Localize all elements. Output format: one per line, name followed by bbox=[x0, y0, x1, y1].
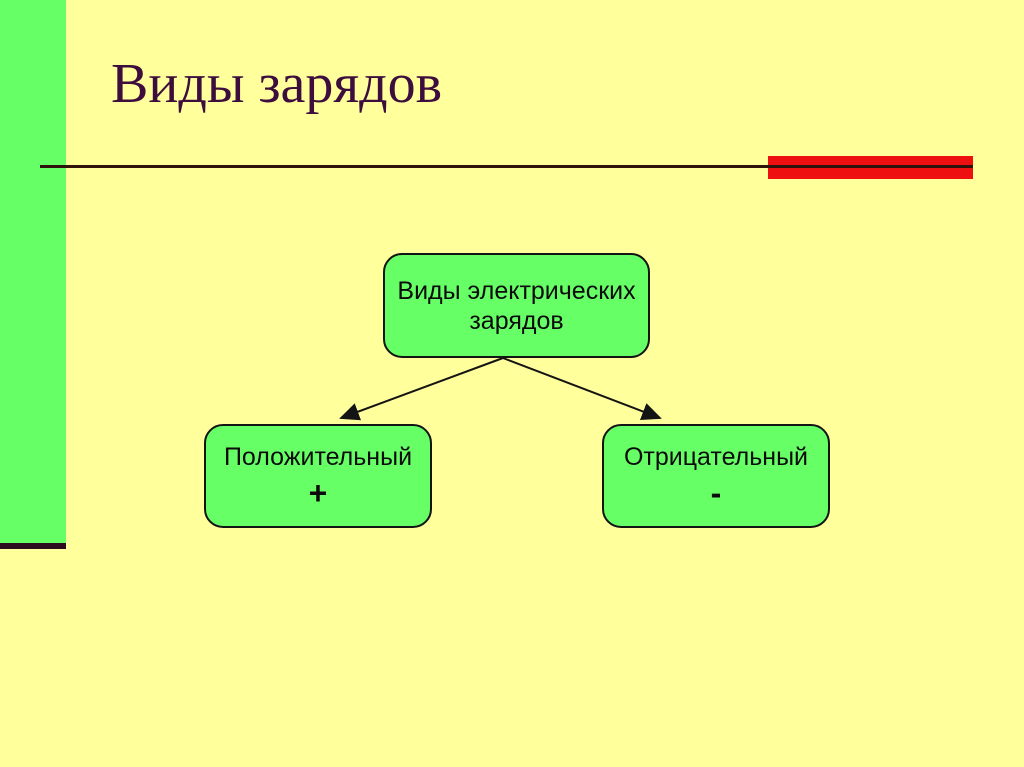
node-positive-label: Положительный bbox=[223, 443, 413, 471]
minus-sign: - bbox=[710, 475, 722, 511]
connector-to-positive bbox=[339, 357, 504, 421]
connector-to-negative bbox=[502, 357, 662, 420]
node-types-of-electric-charges: Виды электрических зарядов bbox=[383, 253, 650, 358]
node-positive-charge: Положительный + bbox=[204, 424, 432, 528]
slide-title: Виды зарядов bbox=[111, 53, 443, 115]
node-negative-charge: Отрицательный - bbox=[602, 424, 830, 528]
node-root-label: Виды электрических зарядов bbox=[397, 276, 636, 335]
plus-sign: + bbox=[308, 475, 328, 511]
left-accent-bar-underline bbox=[0, 543, 66, 549]
node-negative-label: Отрицательный bbox=[623, 443, 809, 471]
left-accent-bar bbox=[0, 0, 66, 543]
title-underline-rule bbox=[40, 165, 973, 168]
